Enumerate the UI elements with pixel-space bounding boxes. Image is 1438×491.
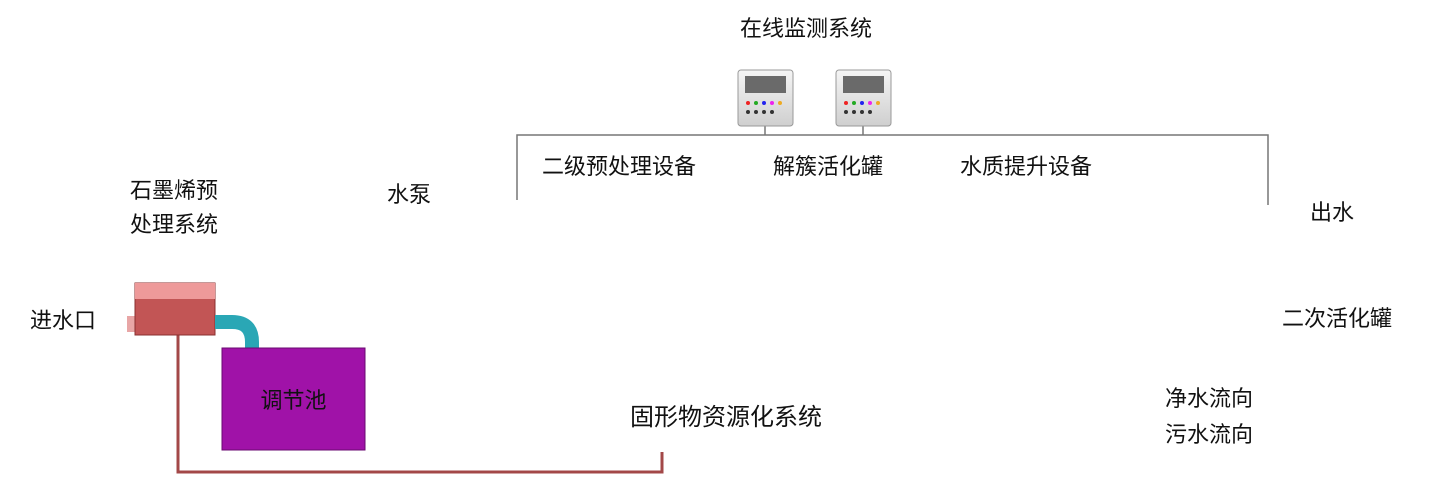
monitor-unit-1: [737, 69, 794, 127]
pretreat-label-line1: 石墨烯预: [130, 179, 219, 204]
monitor-cable: [516, 134, 1269, 205]
tank-label: 调节池: [260, 389, 327, 414]
legend-clean-label: 净水流向: [1165, 387, 1254, 412]
return-line: [176, 328, 664, 474]
deagglom-label: 解簇活化罐: [773, 155, 884, 180]
legend-dirty-label: 污水流向: [1165, 423, 1254, 448]
pretreat-label-line2: 处理系统: [130, 213, 219, 238]
solids-label: 固形物资源化系统: [630, 402, 822, 431]
pump-label: 水泵: [387, 183, 432, 208]
monitor-unit-2: [835, 69, 892, 127]
second-tank-label: 二次活化罐: [1282, 307, 1393, 332]
monitor-label: 在线监测系统: [740, 17, 873, 42]
outlet-label: 出水: [1310, 201, 1355, 226]
pretreat-to-tank-pipe: [215, 315, 259, 350]
quality-label: 水质提升设备: [960, 155, 1093, 180]
secondary-label: 二级预处理设备: [542, 155, 697, 180]
inlet-pipe: [127, 316, 137, 332]
regulating-tank: [221, 347, 366, 451]
graphene-pretreat-unit: [134, 282, 216, 336]
inlet-label: 进水口: [30, 309, 97, 334]
